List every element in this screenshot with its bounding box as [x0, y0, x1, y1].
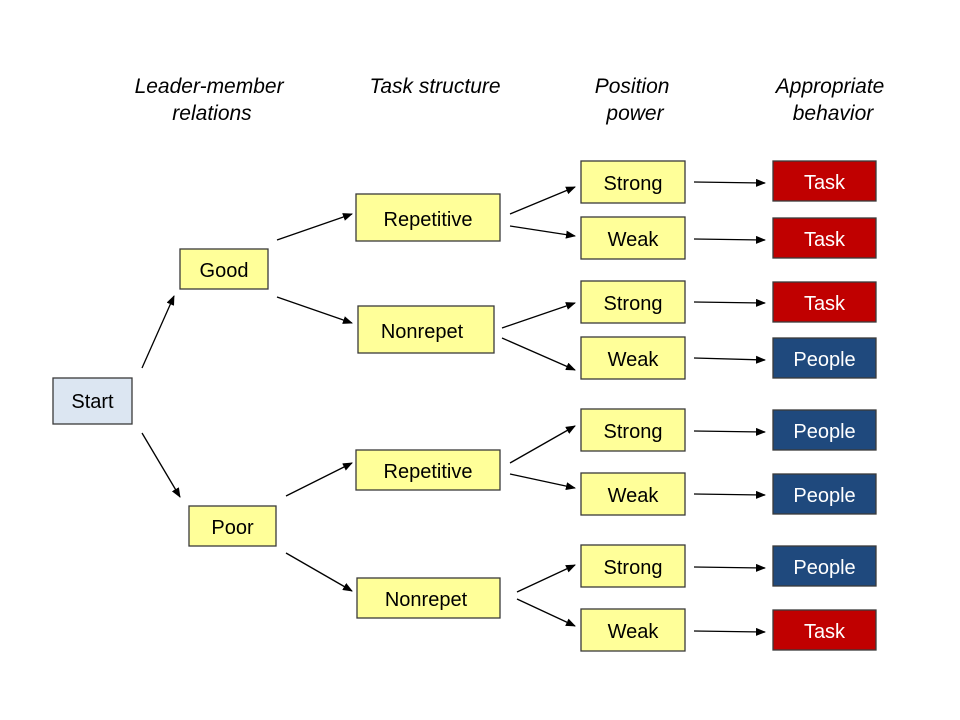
node-power-6: Weak	[580, 472, 686, 516]
edge-power6-outcome	[693, 490, 766, 499]
node-poor-nonrepet-label: Nonrepet	[385, 589, 468, 611]
edge-rep1-strong	[509, 186, 576, 215]
outcome-3: Task	[772, 281, 877, 323]
node-poor-label: Poor	[211, 517, 254, 539]
edge-rep2-strong	[509, 425, 576, 464]
edge-non2-strong	[516, 564, 576, 593]
edge-power7-outcome	[693, 563, 766, 572]
edge-power3-outcome	[693, 298, 766, 307]
edge-power8-outcome	[693, 627, 766, 636]
node-power-6-label: Weak	[608, 485, 660, 507]
outcome-6-label: People	[793, 485, 855, 507]
edge-non1-strong	[501, 302, 576, 329]
header-appropriate-behavior: Appropriate behavior	[774, 75, 890, 125]
edge-power5-outcome	[693, 427, 766, 436]
edge-rep2-weak	[509, 473, 576, 491]
outcome-5: People	[772, 409, 877, 451]
node-power-7: Strong	[580, 544, 686, 588]
outcome-4: People	[772, 337, 877, 379]
outcome-7-label: People	[793, 557, 855, 579]
node-poor: Poor	[188, 505, 277, 547]
edge-poor-nonrepet	[285, 552, 353, 592]
node-power-3: Strong	[580, 280, 686, 324]
node-good-nonrepet: Nonrepet	[357, 305, 495, 354]
header-task-structure: Task structure	[369, 75, 500, 98]
edges	[141, 178, 766, 636]
outcome-2-label: Task	[804, 229, 846, 251]
edge-non1-weak	[501, 337, 576, 371]
node-start: Start	[52, 377, 133, 425]
node-poor-repetitive-label: Repetitive	[384, 461, 473, 483]
node-power-2-label: Weak	[608, 229, 660, 251]
node-power-2: Weak	[580, 216, 686, 260]
edge-start-poor	[141, 432, 181, 498]
node-power-1: Strong	[580, 160, 686, 204]
node-power-8: Weak	[580, 608, 686, 652]
edge-poor-repetitive	[285, 462, 353, 497]
edge-power4-outcome	[693, 355, 766, 364]
node-poor-nonrepet: Nonrepet	[356, 577, 501, 619]
node-power-4-label: Weak	[608, 349, 660, 371]
header-leader-member: Leader-member relations	[135, 75, 290, 125]
node-good-repetitive: Repetitive	[355, 193, 501, 242]
node-start-label: Start	[71, 391, 114, 413]
outcome-5-label: People	[793, 421, 855, 443]
outcome-4-label: People	[793, 349, 855, 371]
node-poor-repetitive: Repetitive	[355, 449, 501, 491]
node-power-5-label: Strong	[604, 421, 663, 443]
header-position-power: Position power	[595, 75, 676, 125]
node-power-4: Weak	[580, 336, 686, 380]
outcome-8: Task	[772, 609, 877, 651]
outcome-1-label: Task	[804, 172, 846, 194]
edge-good-nonrepet	[276, 296, 353, 324]
node-good: Good	[179, 248, 269, 290]
edge-good-repetitive	[276, 213, 353, 241]
node-power-8-label: Weak	[608, 621, 660, 643]
edge-power1-outcome	[693, 178, 766, 187]
node-power-1-label: Strong	[604, 173, 663, 195]
outcome-8-label: Task	[804, 621, 846, 643]
edge-non2-weak	[516, 598, 576, 627]
outcome-7: People	[772, 545, 877, 587]
node-good-repetitive-label: Repetitive	[384, 209, 473, 231]
node-good-label: Good	[200, 260, 249, 282]
edge-rep1-weak	[509, 225, 576, 239]
outcome-6: People	[772, 473, 877, 515]
node-power-3-label: Strong	[604, 293, 663, 315]
edge-start-good	[141, 295, 175, 369]
outcome-1: Task	[772, 160, 877, 202]
node-good-nonrepet-label: Nonrepet	[381, 321, 464, 343]
node-power-7-label: Strong	[604, 557, 663, 579]
outcome-2: Task	[772, 217, 877, 259]
node-power-5: Strong	[580, 408, 686, 452]
edge-power2-outcome	[693, 235, 766, 244]
outcome-3-label: Task	[804, 293, 846, 315]
